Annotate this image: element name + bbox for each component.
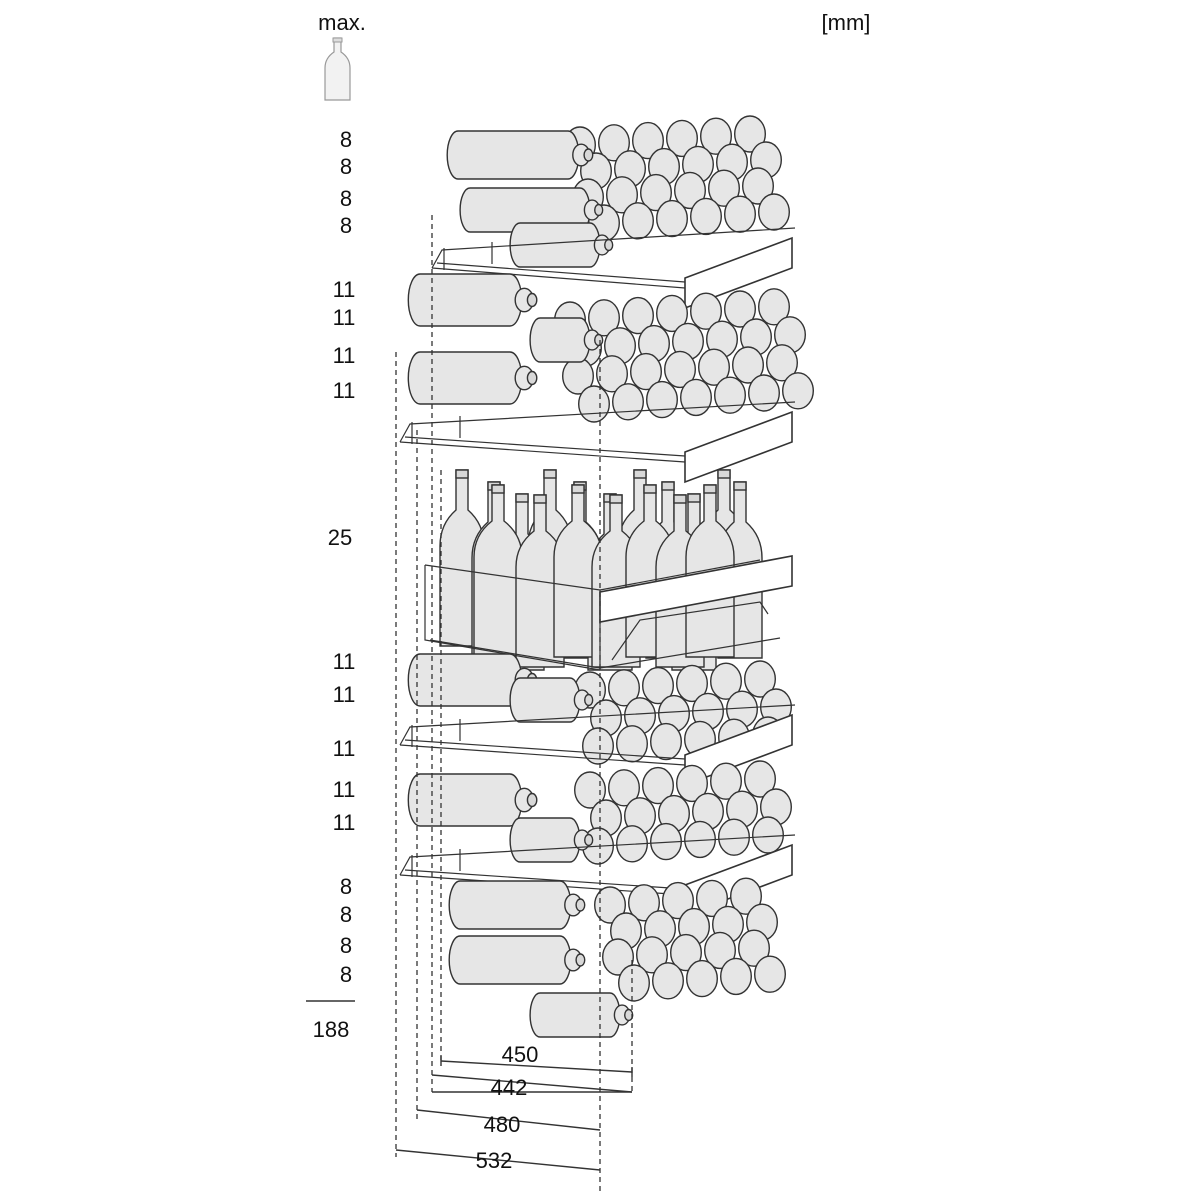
- dimension-label: 532: [476, 1148, 513, 1173]
- shelf-count: 8: [340, 874, 352, 899]
- shelf-count: 11: [333, 736, 356, 761]
- shelf-count: 8: [340, 186, 352, 211]
- shelf-count: 8: [340, 127, 352, 152]
- shelf-count: 8: [340, 213, 352, 238]
- standing-bottles: [424, 469, 793, 671]
- bottle-block-4: [399, 653, 796, 787]
- unit-label: [mm]: [822, 10, 871, 35]
- shelf-count: 11: [333, 305, 356, 330]
- shelf-count: 8: [340, 154, 352, 179]
- bottle-icon: [324, 37, 351, 101]
- shelf-artwork: [399, 115, 815, 1038]
- shelf-count: 11: [333, 682, 356, 707]
- dimension-label: 480: [484, 1112, 521, 1137]
- shelf-count: 11: [333, 649, 356, 674]
- bottle-block-top: [431, 115, 796, 310]
- dimension-lines: 450 442 480 532: [395, 1042, 633, 1173]
- shelf-count: 11: [333, 777, 356, 802]
- shelf-count: 11: [333, 277, 356, 302]
- shelf-count: 8: [340, 933, 352, 958]
- shelf-count: 8: [340, 902, 352, 927]
- bottle-block-2: [399, 273, 815, 484]
- shelf-count-column: 8 8 8 8 11 11 11 11 25 11 11 11 11 11 8 …: [306, 127, 355, 1042]
- shelf-count: 11: [333, 810, 356, 835]
- max-label: max.: [318, 10, 366, 35]
- total-count: 188: [313, 1017, 350, 1042]
- dimension-label: 442: [491, 1075, 528, 1100]
- shelf-count: 25: [328, 525, 352, 550]
- shelf-count: 11: [333, 343, 356, 368]
- shelf-count: 8: [340, 962, 352, 987]
- bottle-block-bottom: [448, 877, 787, 1038]
- dimension-label: 450: [502, 1042, 539, 1067]
- shelf-count: 11: [333, 378, 356, 403]
